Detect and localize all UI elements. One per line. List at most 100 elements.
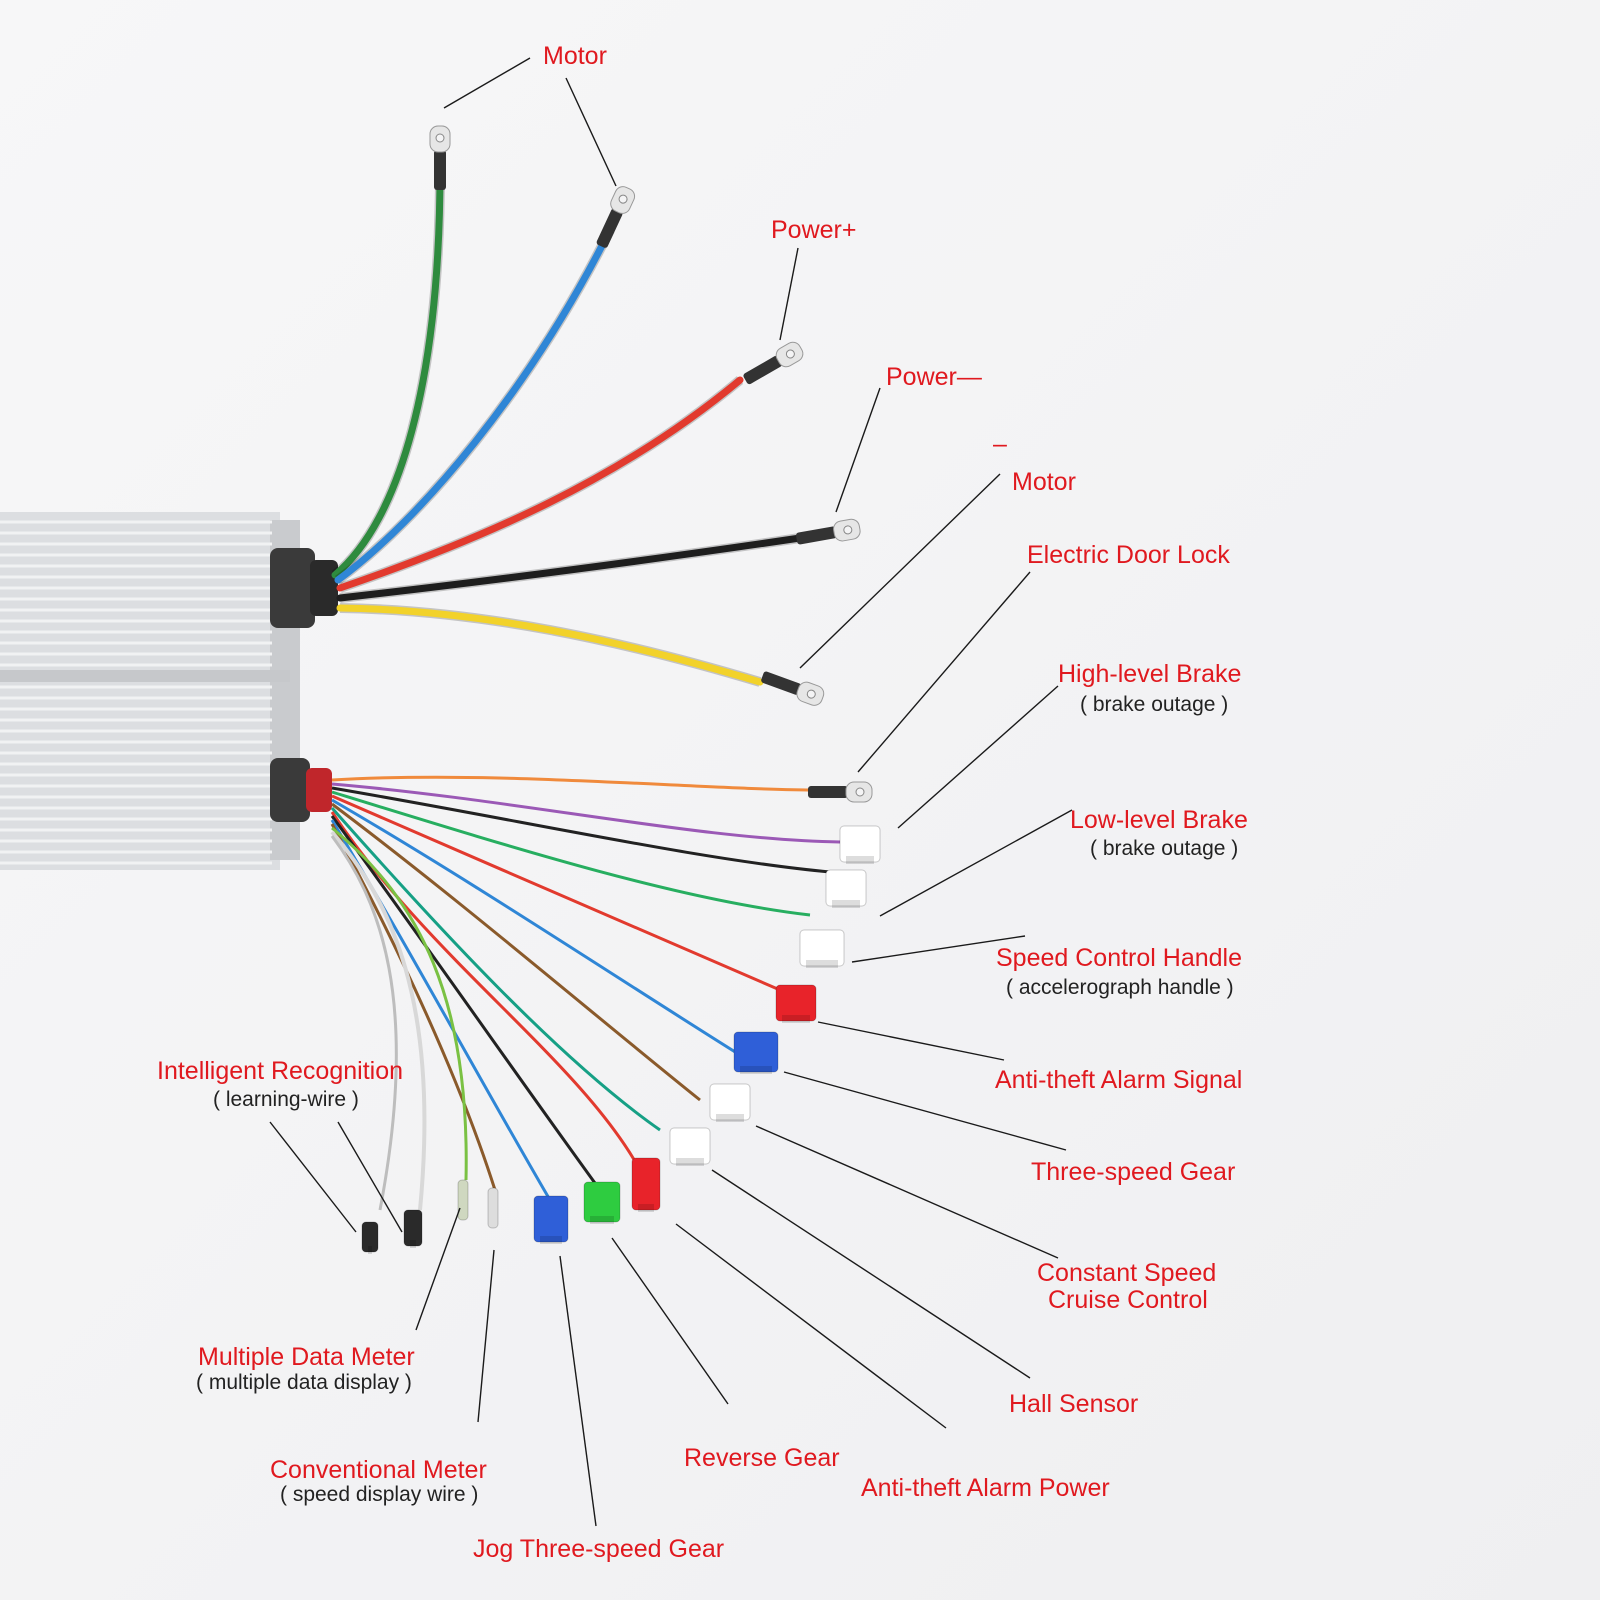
- leader-lines: [269, 57, 1073, 1527]
- leader-line: [675, 1223, 947, 1429]
- housing-fins: [0, 520, 272, 865]
- leader-line: [611, 1237, 729, 1405]
- label-constant-speed: Constant Speed: [1037, 1259, 1217, 1287]
- sublabel-speed-control-handle: ( accelerograph handle ): [1006, 976, 1234, 999]
- terminal-power-minus-hole: [843, 525, 853, 535]
- terminal-motor-green: [429, 125, 451, 190]
- leader-line: [897, 685, 1059, 829]
- connector-multi-data-body: [457, 1179, 469, 1221]
- connector-hall-body: [669, 1127, 711, 1165]
- label-conventional-meter: Conventional Meter: [270, 1456, 487, 1484]
- wire-black: [336, 534, 804, 602]
- leader-line: [817, 1021, 1005, 1061]
- sublabel-high-level-brake: ( brake outage ): [1080, 693, 1229, 716]
- terminal-door-lock-hole: [855, 787, 865, 797]
- connector-alarm-power-base: [638, 1204, 654, 1212]
- terminal-motor-yellow-hole: [806, 689, 816, 699]
- wires: [330, 166, 841, 1211]
- signal-wire: [330, 830, 427, 1211]
- connector-three-speed: [733, 1031, 779, 1074]
- terminal-power-minus-sleeve: [796, 526, 837, 545]
- leader-line: [415, 1207, 461, 1331]
- terminal-motor-green-hole: [435, 133, 445, 143]
- cable-gland-top: [270, 548, 338, 628]
- label-speed-control-handle: Speed Control Handle: [996, 944, 1242, 972]
- label-motor-side: Motor: [1012, 468, 1076, 496]
- leader-line: [755, 1125, 1059, 1259]
- terminal-motor-blue: [596, 186, 636, 248]
- terminal-motor-blue-sleeve: [596, 208, 623, 248]
- connector-high-brake: [839, 825, 881, 864]
- label-power-minus: Power—: [886, 363, 982, 391]
- leader-line: [269, 1121, 357, 1233]
- label-three-speed-gear: Three-speed Gear: [1031, 1158, 1236, 1186]
- signal-wire: [331, 798, 741, 1057]
- signal-wire: [330, 823, 497, 1191]
- signal-wire: [330, 835, 398, 1211]
- leader-line: [851, 935, 1026, 963]
- signal-wire: [330, 815, 602, 1191]
- connector-jog: [533, 1195, 569, 1244]
- connector-three-speed-body: [733, 1031, 779, 1073]
- signal-wire: [331, 802, 701, 1102]
- connector-learn-a-body: [403, 1209, 423, 1247]
- connector-learn-b-base: [368, 1246, 372, 1254]
- leader-line: [857, 571, 1031, 773]
- label-reverse-gear: Reverse Gear: [684, 1444, 840, 1472]
- leader-line: [477, 1249, 495, 1423]
- connector-conventional-meter-body: [487, 1187, 499, 1229]
- leader-line: [443, 57, 531, 109]
- terminal-power-plus: [743, 341, 804, 385]
- connector-low-brake-body: [825, 869, 867, 907]
- label-electric-door-lock: Electric Door Lock: [1027, 541, 1230, 569]
- connector-alarm-signal-body: [775, 984, 817, 1022]
- sublabel-conventional-meter: ( speed display wire ): [280, 1483, 479, 1506]
- signal-wire: [331, 775, 821, 792]
- connector-learn-b: [361, 1221, 379, 1254]
- signal-wire: [331, 826, 468, 1181]
- signal-wire: [331, 782, 841, 844]
- leader-line: [879, 809, 1073, 917]
- terminal-motor-blue-hole: [618, 194, 628, 204]
- connector-cruise-body: [709, 1083, 751, 1121]
- connector-reverse-base: [590, 1216, 614, 1224]
- label-hall-sensor: Hall Sensor: [1009, 1390, 1139, 1418]
- connector-low-brake-base: [832, 900, 860, 908]
- connector-alarm-signal-base: [782, 1015, 810, 1023]
- signal-wire: [331, 794, 781, 992]
- sublabel-low-level-brake: ( brake outage ): [1090, 837, 1239, 860]
- connector-speed-handle: [799, 929, 845, 968]
- leader-line: [799, 473, 1001, 669]
- signal-wire: [330, 811, 642, 1171]
- connector-jog-base: [540, 1236, 562, 1244]
- cable-gland-bottom: [270, 758, 332, 822]
- label-power-plus: Power+: [771, 216, 857, 244]
- terminal-motor-yellow-sleeve: [761, 671, 802, 695]
- wire-green: [331, 166, 444, 579]
- connector-high-brake-body: [839, 825, 881, 863]
- controller-housing: [0, 512, 300, 870]
- sublabel-multiple-data-meter: ( multiple data display ): [196, 1371, 412, 1394]
- connector-three-speed-base: [740, 1066, 772, 1074]
- terminals: [429, 125, 873, 803]
- terminal-power-minus: [796, 518, 861, 545]
- label-jog-three-speed-gear: Jog Three-speed Gear: [473, 1535, 725, 1563]
- terminal-power-plus-hole: [785, 349, 795, 359]
- label-minus-mark: –: [993, 430, 1007, 458]
- label-anti-theft-alarm-signal: Anti-theft Alarm Signal: [995, 1066, 1243, 1094]
- terminal-door-lock: [808, 781, 873, 803]
- connector-conventional-meter: [487, 1187, 499, 1229]
- label-multiple-data-meter: Multiple Data Meter: [198, 1343, 415, 1371]
- connector-learn-a-base: [410, 1240, 416, 1248]
- connector-hall-base: [676, 1158, 704, 1166]
- leader-line: [779, 247, 799, 341]
- connector-low-brake: [825, 869, 867, 908]
- connector-learn-b-body: [361, 1221, 379, 1253]
- connector-multi-data: [457, 1179, 469, 1221]
- connector-cruise-base: [716, 1114, 744, 1122]
- leader-line: [559, 1255, 597, 1527]
- signal-wire: [331, 786, 831, 874]
- wire-red: [336, 376, 744, 592]
- terminal-motor-green-sleeve: [434, 150, 446, 190]
